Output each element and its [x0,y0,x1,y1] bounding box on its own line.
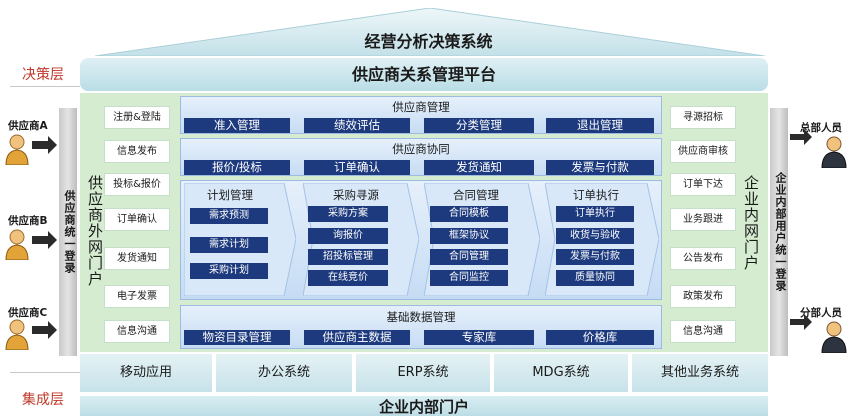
supplier-management-title: 供应商管理 [392,100,450,114]
supplier-b-icon [5,229,57,260]
internal-item-communication[interactable]: 信息沟通 [670,320,736,343]
branch-staff-label: 分部人员 [800,307,842,319]
supplier-collaboration-title: 供应商协同 [392,142,450,156]
btn-framework-agreement[interactable]: 框架协议 [430,228,508,244]
btn-performance-evaluation[interactable]: 绩效评估 [304,118,410,133]
supplier-c-icon [5,319,57,350]
external-item-order-confirm[interactable]: 订单确认 [104,208,170,231]
btn-contract-template[interactable]: 合同模板 [430,206,508,222]
internal-item-supplier-audit[interactable]: 供应商审核 [670,140,736,163]
layer-label-integration: 集成层 [22,392,64,408]
internal-portal-label: 企业内网门户 [742,175,760,271]
supplier-b-label: 供应商B [8,215,48,227]
btn-supplier-master-data[interactable]: 供应商主数据 [304,330,410,345]
external-item-publish[interactable]: 信息发布 [104,140,170,163]
btn-procurement-plan[interactable]: 采购计划 [190,263,268,279]
btn-invoice-payment-2[interactable]: 发票与付款 [556,249,634,265]
platform-title: 供应商关系管理平台 [80,58,768,91]
btn-invoice-payment[interactable]: 发票与付款 [546,160,654,175]
external-item-ship-notice[interactable]: 发货通知 [104,247,170,270]
internal-item-follow-up[interactable]: 业务跟进 [670,208,736,231]
external-item-communication[interactable]: 信息沟通 [104,320,170,343]
btn-expert-library[interactable]: 专家库 [424,330,534,345]
external-item-register[interactable]: 注册&登陆 [104,106,170,129]
system-mdg[interactable]: MDG系统 [494,354,628,392]
btn-demand-plan[interactable]: 需求计划 [190,237,268,253]
external-portal-label: 供应商外网门户 [86,175,104,287]
internal-item-announcement[interactable]: 公告发布 [670,247,736,270]
btn-price-library[interactable]: 价格库 [546,330,654,345]
branch-staff-icon [790,314,847,353]
btn-order-execution[interactable]: 订单执行 [556,206,634,222]
hq-staff-label: 总部人员 [800,122,842,134]
sourcing-title: 采购寻源 [333,188,379,202]
enterprise-internal-portal[interactable]: 企业内部门户 [80,396,768,416]
system-mobile[interactable]: 移动应用 [80,354,212,392]
btn-order-confirm[interactable]: 订单确认 [304,160,410,175]
planning-title: 计划管理 [207,188,253,202]
internal-item-policy[interactable]: 政策发布 [670,285,736,308]
btn-demand-forecast[interactable]: 需求预测 [190,208,268,224]
system-other[interactable]: 其他业务系统 [632,354,768,392]
btn-contract-monitoring[interactable]: 合同监控 [430,270,508,286]
roof-shape [95,8,765,56]
btn-access-management[interactable]: 准入管理 [184,118,290,133]
external-item-bid[interactable]: 投标&报价 [104,173,170,196]
external-item-einvoice[interactable]: 电子发票 [104,285,170,308]
btn-tender-management[interactable]: 招投标管理 [308,249,388,265]
hq-staff-icon [790,129,847,168]
divider-integration [10,372,80,373]
btn-procurement-scheme[interactable]: 采购方案 [308,206,388,222]
btn-classification-management[interactable]: 分类管理 [424,118,534,133]
master-data-title: 基础数据管理 [386,310,456,324]
supplier-a-label: 供应商A [8,120,48,132]
btn-contract-management[interactable]: 合同管理 [430,249,508,265]
order-title: 订单执行 [573,188,619,202]
supplier-a-icon [5,134,57,165]
btn-quote-bid[interactable]: 报价/投标 [184,160,290,175]
internal-item-place-order[interactable]: 订单下达 [670,173,736,196]
btn-inquiry-quote[interactable]: 询报价 [308,228,388,244]
btn-online-bidding[interactable]: 在线竞价 [308,270,388,286]
system-title: 经营分析决策系统 [364,32,493,51]
internal-login-bar[interactable]: 企业内部用户统一登录 [770,108,788,356]
system-erp[interactable]: ERP系统 [356,354,490,392]
btn-exit-management[interactable]: 退出管理 [546,118,654,133]
internal-item-sourcing[interactable]: 寻源招标 [670,106,736,129]
supplier-c-label: 供应商C [8,307,48,319]
btn-receipt-acceptance[interactable]: 收货与验收 [556,228,634,244]
btn-ship-notice[interactable]: 发货通知 [424,160,534,175]
system-office[interactable]: 办公系统 [216,354,352,392]
btn-material-catalog[interactable]: 物资目录管理 [184,330,290,345]
contract-title: 合同管理 [453,188,499,202]
divider-decision [10,86,80,87]
layer-label-decision: 决策层 [22,67,64,83]
btn-quality-collaboration[interactable]: 质量协同 [556,270,634,286]
supplier-login-bar[interactable]: 供应商统一登录 [59,108,77,356]
